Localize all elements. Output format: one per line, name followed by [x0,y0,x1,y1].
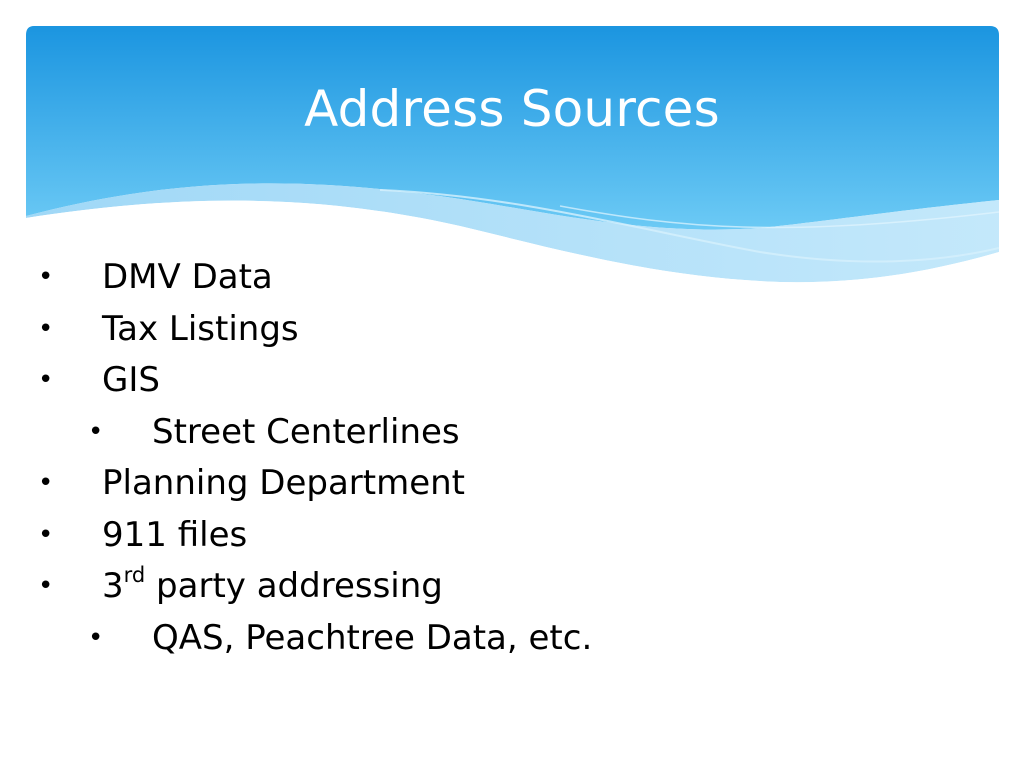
header-bottom-mask [26,200,999,300]
sub-bullet-item: • QAS, Peachtree Data, etc. [0,613,1024,665]
bullet-text: Planning Department [102,463,466,503]
bullet-text: QAS, Peachtree Data, etc. [152,617,593,658]
bullet-text-prefix: 3 [102,566,124,606]
bullet-dot-icon: • [88,622,104,653]
bullet-item: • GIS [0,355,1024,407]
ordinal-superscript: rd [123,562,146,587]
header-panel [26,26,999,230]
header-highlight-line [379,189,1000,263]
bullet-text: Street Centerlines [152,411,460,452]
bullet-dot-icon: • [88,416,104,447]
slide-title: Address Sources [304,80,720,138]
header-banner: Address Sources [0,0,1024,300]
bullet-dot-icon: • [38,262,54,292]
header-light-wave [26,183,999,283]
bullet-item: • Planning Department [0,458,1024,510]
sub-bullet-item: • Street Centerlines [0,407,1024,459]
bullet-item: • DMV Data [0,252,1024,304]
header-highlight-line [559,205,1000,229]
bullet-text: 911 files [102,514,248,555]
bullet-text: 3rd party addressing [102,561,443,613]
bullet-text: GIS [102,360,160,400]
bullet-dot-icon: • [38,313,54,344]
bullet-text-suffix: party addressing [145,566,443,606]
bullet-text: DMV Data [102,257,273,297]
bullet-text: Tax Listings [102,308,299,349]
bullet-list: • DMV Data • Tax Listings • GIS • Street… [0,252,1024,664]
bullet-dot-icon: • [38,519,54,550]
bullet-item: • 911 files [0,510,1024,562]
bullet-item: • 3rd party addressing [0,561,1024,613]
header-wave-graphic [26,26,1000,300]
bullet-dot-icon: • [38,365,54,395]
bullet-dot-icon: • [38,468,54,498]
bullet-item: • Tax Listings [0,304,1024,356]
bullet-dot-icon: • [38,571,54,601]
